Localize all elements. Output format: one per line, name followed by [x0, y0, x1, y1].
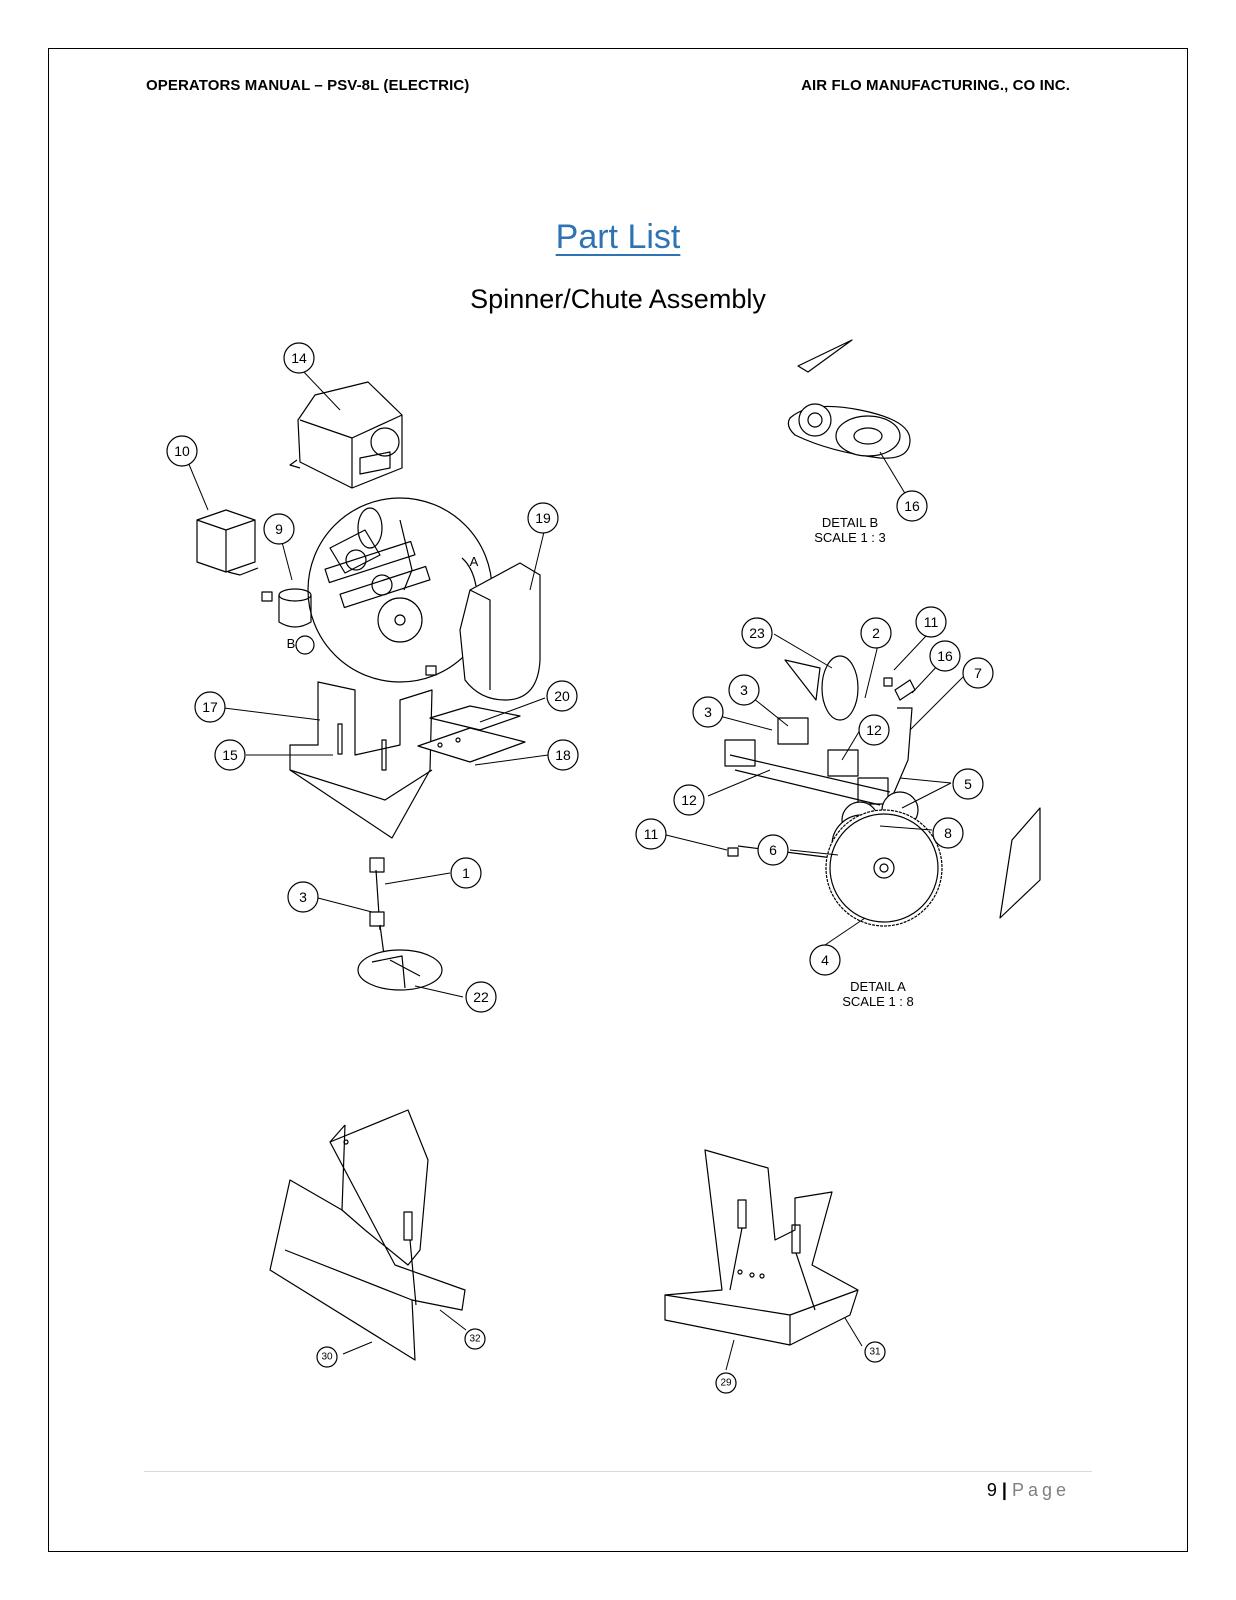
callout-3: 3: [287, 881, 319, 913]
callout-12-upper: 12: [858, 714, 890, 746]
callout-31: 31: [864, 1341, 886, 1363]
section-title: Spinner/Chute Assembly: [470, 284, 766, 314]
part-spinner: [357, 857, 443, 991]
callout-5: 5: [952, 768, 984, 800]
part-cover: [289, 381, 403, 489]
page-title: Part List: [0, 218, 1236, 257]
callout-32: 32: [464, 1328, 486, 1350]
svg-text:32: 32: [469, 1334, 481, 1345]
part-chute: [289, 681, 433, 839]
svg-text:20: 20: [554, 688, 570, 704]
svg-text:4: 4: [821, 952, 829, 968]
part-motor: [261, 588, 437, 676]
callout-bubbles: 14 10 9 19 17 15 20 18 1 3 22 16 23 2 11…: [166, 342, 994, 1394]
callout-7: 7: [962, 657, 994, 689]
detail-a-leader: [461, 557, 477, 587]
chute-view-left: [269, 1109, 466, 1361]
svg-text:9: 9: [275, 521, 283, 537]
part-plates: [417, 705, 526, 763]
svg-text:8: 8: [944, 825, 952, 841]
svg-text:29: 29: [720, 1378, 732, 1389]
svg-text:16: 16: [937, 648, 953, 664]
part-box: [196, 509, 259, 576]
callout-23: 23: [741, 617, 773, 649]
svg-text:14: 14: [291, 350, 307, 366]
callout-11-top: 11: [915, 606, 947, 638]
callout-4: 4: [809, 944, 841, 976]
callout-29: 29: [715, 1372, 737, 1394]
svg-text:17: 17: [202, 699, 218, 715]
callout-19: 19: [527, 502, 559, 534]
page-footer: 9 | Page: [987, 1480, 1070, 1501]
svg-text:15: 15: [222, 747, 238, 763]
detail-b-marker-circle: [295, 635, 315, 655]
svg-text:22: 22: [473, 989, 489, 1005]
callout-3-lower: 3: [692, 696, 724, 728]
callout-6: 6: [757, 834, 789, 866]
detail-b-scale: SCALE 1 : 3: [814, 530, 886, 545]
callout-30: 30: [316, 1346, 338, 1368]
callout-16-detail-a: 16: [929, 640, 961, 672]
svg-text:12: 12: [866, 722, 882, 738]
callout-15: 15: [214, 739, 246, 771]
part-shroud: [459, 562, 541, 701]
callout-20: 20: [546, 680, 578, 712]
detail-b-title: DETAIL B: [822, 515, 878, 530]
page-title-text: Part List: [555, 218, 681, 256]
detail-a-drawing: [724, 655, 1041, 927]
callout-11-lower: 11: [635, 818, 667, 850]
callout-8: 8: [932, 817, 964, 849]
svg-text:3: 3: [704, 704, 712, 720]
page-number: 9: [986, 1480, 997, 1500]
callout-10: 10: [166, 435, 198, 467]
gear-train: [324, 507, 431, 643]
callout-9: 9: [263, 513, 295, 545]
svg-text:3: 3: [299, 889, 307, 905]
header-company-name: AIR FLO MANUFACTURING., CO INC.: [801, 77, 1070, 94]
detail-a-scale: SCALE 1 : 8: [842, 994, 914, 1009]
page-border: [48, 48, 1188, 1552]
svg-text:18: 18: [555, 747, 571, 763]
callout-12-lower: 12: [673, 784, 705, 816]
footer-page-word: Page: [1011, 1480, 1070, 1500]
detail-b-marker: B: [287, 636, 296, 651]
callout-2: 2: [860, 617, 892, 649]
main-exploded-assembly: A B: [196, 381, 541, 991]
svg-text:30: 30: [321, 1352, 333, 1363]
svg-text:31: 31: [869, 1347, 881, 1358]
svg-text:11: 11: [644, 826, 659, 842]
svg-text:5: 5: [964, 776, 972, 792]
svg-text:2: 2: [872, 625, 880, 641]
detail-b-drawing: [787, 339, 911, 459]
svg-text:11: 11: [924, 614, 939, 630]
svg-text:1: 1: [462, 865, 470, 881]
svg-text:23: 23: [749, 625, 765, 641]
svg-text:19: 19: [535, 510, 551, 526]
svg-text:10: 10: [174, 443, 190, 459]
callout-14: 14: [283, 342, 315, 374]
svg-text:16: 16: [904, 498, 920, 514]
detail-a-title: DETAIL A: [850, 979, 906, 994]
svg-text:3: 3: [740, 682, 748, 698]
callout-18: 18: [547, 739, 579, 771]
footer-divider: [144, 1471, 1092, 1472]
footer-separator: |: [1001, 1480, 1007, 1500]
svg-text:12: 12: [681, 792, 697, 808]
callout-17: 17: [194, 691, 226, 723]
callout-3-upper: 3: [728, 674, 760, 706]
detail-a-marker: A: [470, 554, 479, 569]
callout-22: 22: [465, 981, 497, 1013]
callout-1: 1: [450, 857, 482, 889]
callout-16-detail-b: 16: [896, 490, 928, 522]
chute-view-right: [664, 1149, 859, 1346]
svg-text:6: 6: [769, 842, 777, 858]
callout-leaders: [187, 369, 964, 1371]
header-manual-title: OPERATORS MANUAL – PSV-8L (ELECTRIC): [146, 77, 470, 94]
svg-text:7: 7: [974, 665, 982, 681]
